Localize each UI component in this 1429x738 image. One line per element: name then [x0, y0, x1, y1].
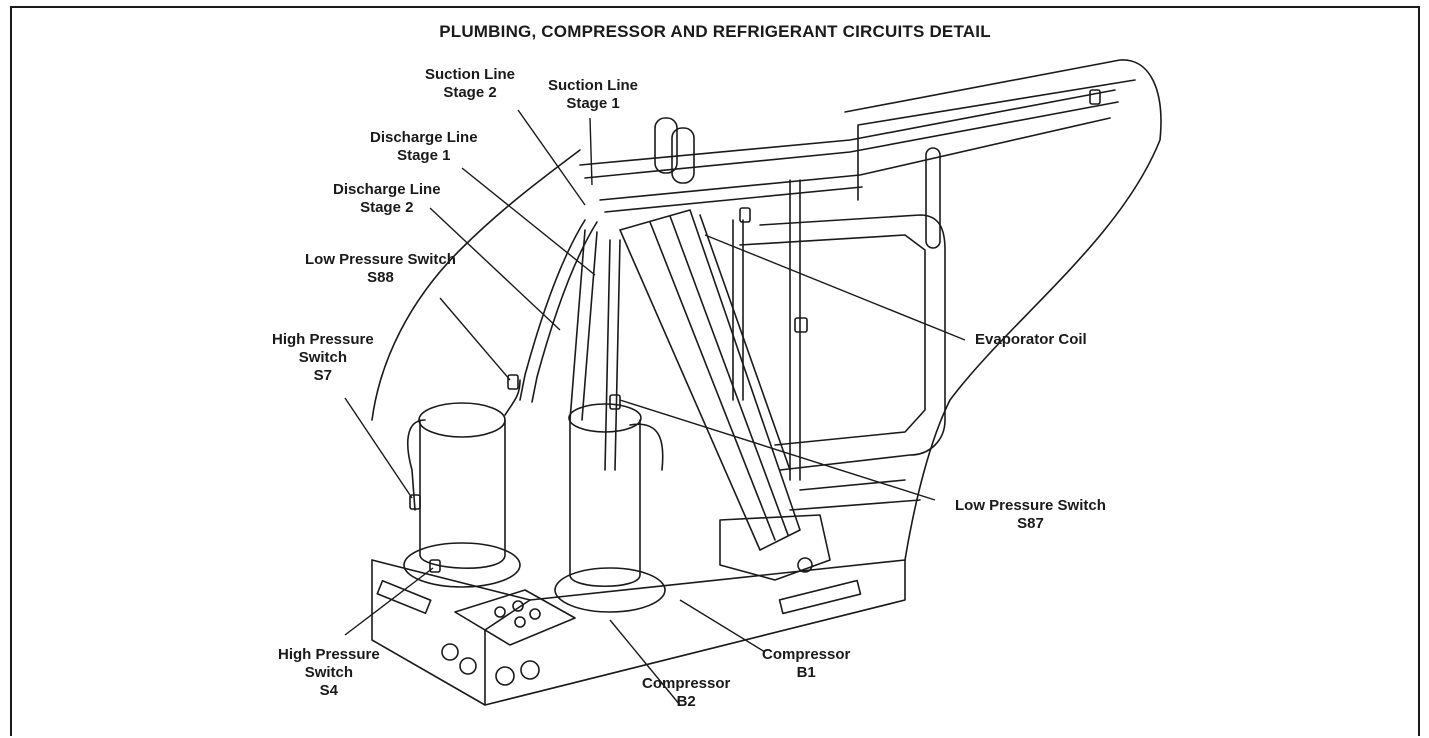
discharge-b2-connection	[504, 379, 521, 416]
overhead-pipe-1	[579, 89, 1116, 166]
label-compressor-b1: Compressor B1	[762, 646, 850, 682]
base-pan-front	[371, 559, 906, 706]
fitting-3	[1089, 89, 1101, 105]
evaporator-coil-body	[619, 209, 801, 551]
knockout-2	[459, 657, 477, 675]
diagram-frame	[10, 6, 1420, 736]
base-pan-bottom	[484, 599, 531, 706]
label-text: High Pressure	[272, 331, 374, 348]
label-high-pressure-s7: High Pressure Switch S7	[272, 331, 374, 385]
overhead-pipe-4	[604, 186, 863, 213]
label-text: Low Pressure Switch	[305, 251, 456, 268]
label-text: Stage 1	[566, 95, 620, 112]
riser-pipe-2	[604, 239, 621, 471]
evaporator-coil-fins	[649, 214, 791, 541]
label-low-pressure-s88: Low Pressure Switch S88	[305, 251, 456, 287]
junction-hole-2	[512, 600, 524, 612]
label-text: Discharge Line	[333, 181, 441, 198]
compressor-b2-top	[418, 402, 506, 438]
label-text: Low Pressure Switch	[955, 497, 1106, 514]
compressor-b1-base	[554, 567, 666, 613]
switch-s88	[507, 374, 519, 390]
leader-high-pressure-s7	[344, 397, 413, 499]
leader-compressor-b2	[609, 619, 681, 706]
switch-s87	[609, 394, 621, 410]
label-low-pressure-s87: Low Pressure Switch S87	[955, 497, 1106, 533]
accumulator-1	[654, 117, 678, 174]
label-text: Discharge Line	[370, 129, 478, 146]
leader-compressor-b1	[679, 599, 766, 653]
base-louvre-2	[778, 579, 862, 615]
junction-hole-3	[514, 616, 526, 628]
label-compressor-b2: Compressor B2	[642, 675, 730, 711]
switch-s4	[429, 559, 441, 573]
drain-fitting	[797, 557, 813, 573]
label-text: Evaporator Coil	[975, 331, 1087, 348]
label-text: Switch	[298, 349, 348, 366]
label-text: Stage 2	[360, 199, 414, 216]
floor-line	[789, 479, 921, 511]
leader-low-pressure-s87	[619, 399, 936, 501]
junction-hole-4	[529, 608, 541, 620]
evaporator-frame	[759, 214, 946, 471]
label-text: S87	[1017, 515, 1044, 532]
compressor-b2-base	[403, 542, 521, 588]
leader-discharge-stage2	[429, 207, 561, 331]
label-text: Suction Line	[425, 66, 515, 83]
knockout-1	[441, 643, 459, 661]
coil-tray	[719, 514, 831, 581]
accumulator-2	[671, 127, 695, 184]
fitting-2	[794, 317, 808, 333]
compressor-b1-loop	[629, 423, 664, 471]
leader-suction-stage1	[589, 117, 593, 186]
label-text: Switch	[304, 664, 354, 681]
compressor-b1-top	[568, 403, 642, 433]
label-text: Suction Line	[548, 77, 638, 94]
label-text: S88	[367, 269, 394, 286]
leader-discharge-stage1	[461, 167, 596, 276]
base-louvre-1	[376, 579, 432, 615]
evaporator-frame-inner	[739, 234, 926, 446]
fitting-1	[739, 207, 751, 223]
switch-s7	[409, 494, 421, 510]
base-pan-top	[371, 559, 906, 601]
label-text: High Pressure	[278, 646, 380, 663]
label-discharge-stage1: Discharge Line Stage 1	[370, 129, 478, 165]
cabinet-panel-right	[844, 59, 1162, 561]
label-evaporator-coil: Evaporator Coil	[975, 331, 1087, 349]
label-text: Compressor	[762, 646, 851, 663]
label-suction-stage1: Suction Line Stage 1	[548, 77, 638, 113]
label-text: B1	[796, 664, 816, 681]
label-suction-stage2: Suction Line Stage 2	[425, 66, 515, 102]
leader-evaporator-coil	[704, 234, 966, 341]
compressor-b2-body	[419, 419, 506, 569]
leader-high-pressure-s4	[344, 567, 434, 636]
knockout-4	[520, 660, 540, 680]
label-text: S4	[319, 682, 339, 699]
label-high-pressure-s4: High Pressure Switch S4	[278, 646, 380, 700]
riser-pipe-3	[789, 179, 801, 481]
label-discharge-stage2: Discharge Line Stage 2	[333, 181, 441, 217]
riser-pipe-1	[569, 229, 598, 421]
panel-inner-edge	[857, 79, 1136, 201]
leader-low-pressure-s88	[439, 297, 511, 381]
label-text: S7	[313, 367, 333, 384]
overhead-pipe-2	[584, 101, 1119, 179]
diagram-title: PLUMBING, COMPRESSOR AND REFRIGERANT CIR…	[439, 22, 991, 41]
compressor-b2-loop	[407, 419, 426, 511]
slot-opening	[925, 147, 941, 249]
label-text: B2	[676, 693, 696, 710]
knockout-3	[495, 666, 515, 686]
junction-hole-1	[494, 606, 506, 618]
overhead-pipe-3	[599, 117, 1111, 201]
cabinet-outline-left	[371, 149, 581, 421]
discharge-pipe-left	[519, 219, 598, 403]
label-text: Stage 1	[397, 147, 451, 164]
junction-box	[454, 589, 576, 646]
label-text: Stage 2	[443, 84, 497, 101]
leader-suction-stage2	[517, 109, 586, 206]
compressor-b1-body	[569, 419, 641, 588]
label-text: Compressor	[642, 675, 731, 692]
